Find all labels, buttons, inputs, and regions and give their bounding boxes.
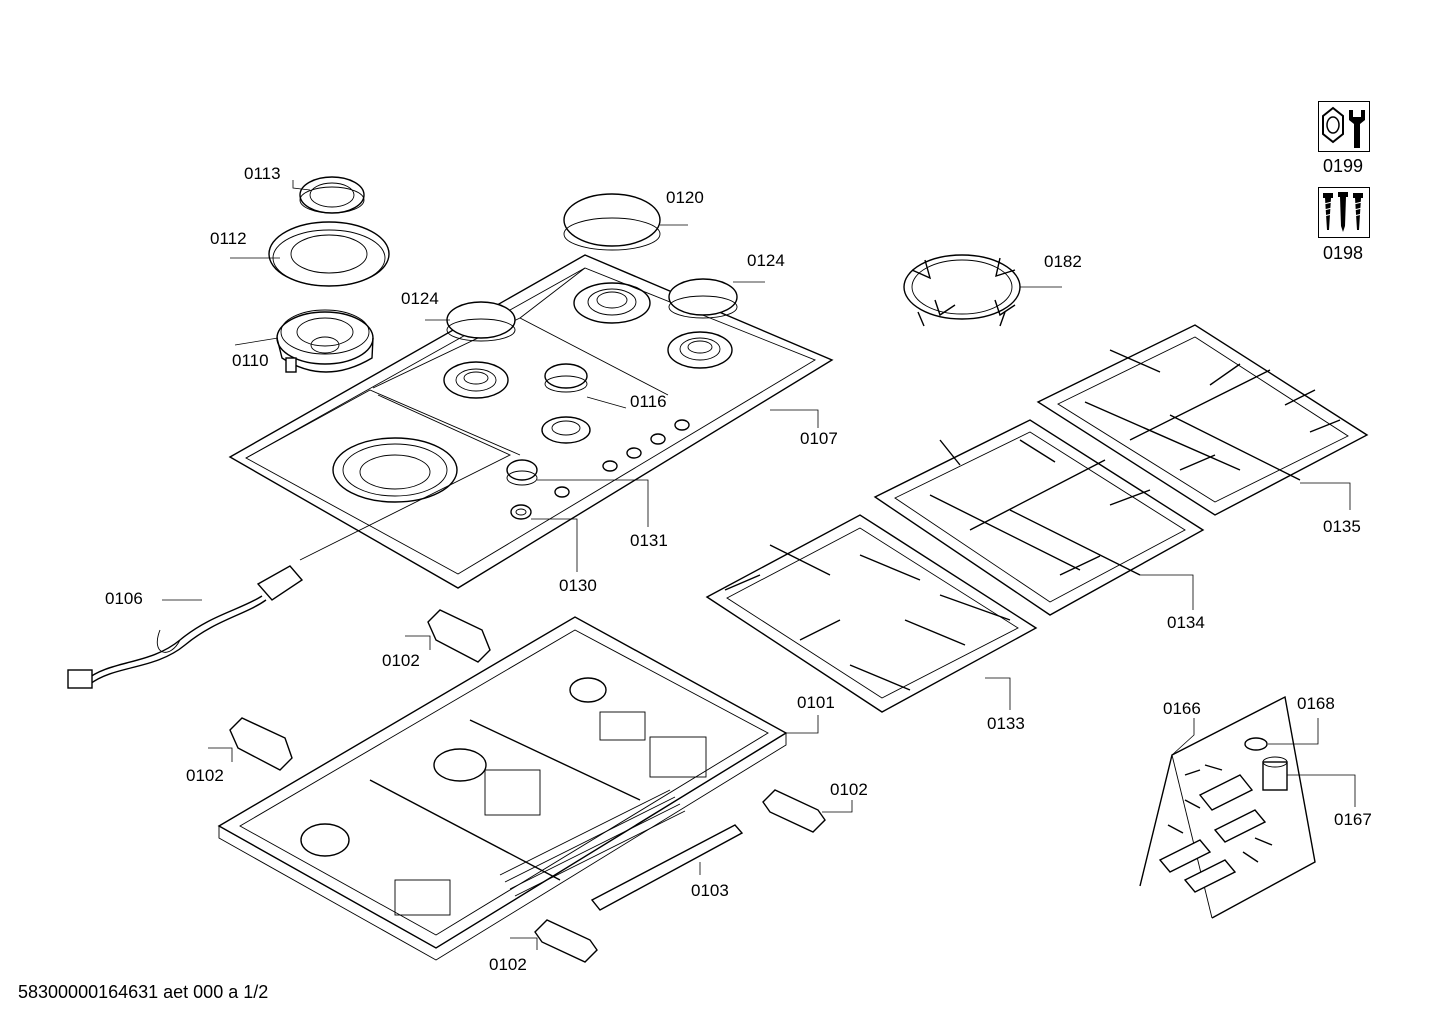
wok-support-ring — [903, 254, 1021, 327]
pan-support-0133 — [705, 514, 1038, 713]
clamps — [229, 609, 826, 963]
part-label-0182: 0182 — [1044, 252, 1082, 271]
nut-and-wrench-glyph — [1322, 106, 1365, 148]
part-label-0166: 0166 — [1163, 699, 1201, 718]
part-label-0167: 0167 — [1334, 810, 1372, 829]
part-label-0102-left: 0102 — [186, 766, 224, 785]
part-label-0133: 0133 — [987, 714, 1025, 733]
pan-support-0134 — [873, 419, 1205, 616]
cooktop-plate — [228, 193, 834, 589]
part-label-0116: 0116 — [630, 392, 667, 411]
screws-icon — [1318, 187, 1370, 238]
icon-label-0198: 0198 — [1323, 243, 1364, 263]
wok-burner-parts — [268, 176, 390, 373]
document-code: 58300000164631 aet 000 a 1/2 — [18, 982, 269, 1002]
part-label-0103: 0103 — [691, 881, 729, 900]
part-label-0131: 0131 — [630, 531, 668, 550]
part-label-0102-bottom: 0102 — [489, 955, 527, 974]
base-tray — [217, 616, 788, 961]
power-cord — [67, 565, 304, 689]
part-label-0135: 0135 — [1323, 517, 1361, 536]
part-label-0106: 0106 — [105, 589, 143, 608]
part-label-0101: 0101 — [797, 693, 835, 712]
part-label-0113: 0113 — [244, 164, 281, 183]
icon-label-0199: 0199 — [1323, 156, 1364, 176]
part-label-0124-left: 0124 — [401, 289, 439, 308]
part-label-0112: 0112 — [210, 229, 247, 248]
part-label-0120: 0120 — [666, 188, 704, 207]
pan-support-0135 — [1036, 324, 1369, 516]
part-label-0130: 0130 — [559, 576, 597, 595]
part-label-0110: 0110 — [232, 351, 269, 370]
part-label-0107: 0107 — [800, 429, 838, 448]
seal-strip — [590, 824, 744, 911]
accessory-bag — [1139, 695, 1316, 919]
vent-holes — [499, 789, 686, 897]
nut-and-wrench-icon — [1318, 101, 1370, 152]
part-label-0134: 0134 — [1167, 613, 1205, 632]
leader-lines — [162, 180, 1356, 950]
part-label-0124-right: 0124 — [747, 251, 785, 270]
part-label-0102-top: 0102 — [382, 651, 420, 670]
screws-glyph — [1323, 192, 1363, 232]
part-label-0168: 0168 — [1297, 694, 1335, 713]
part-label-0102-right: 0102 — [830, 780, 868, 799]
